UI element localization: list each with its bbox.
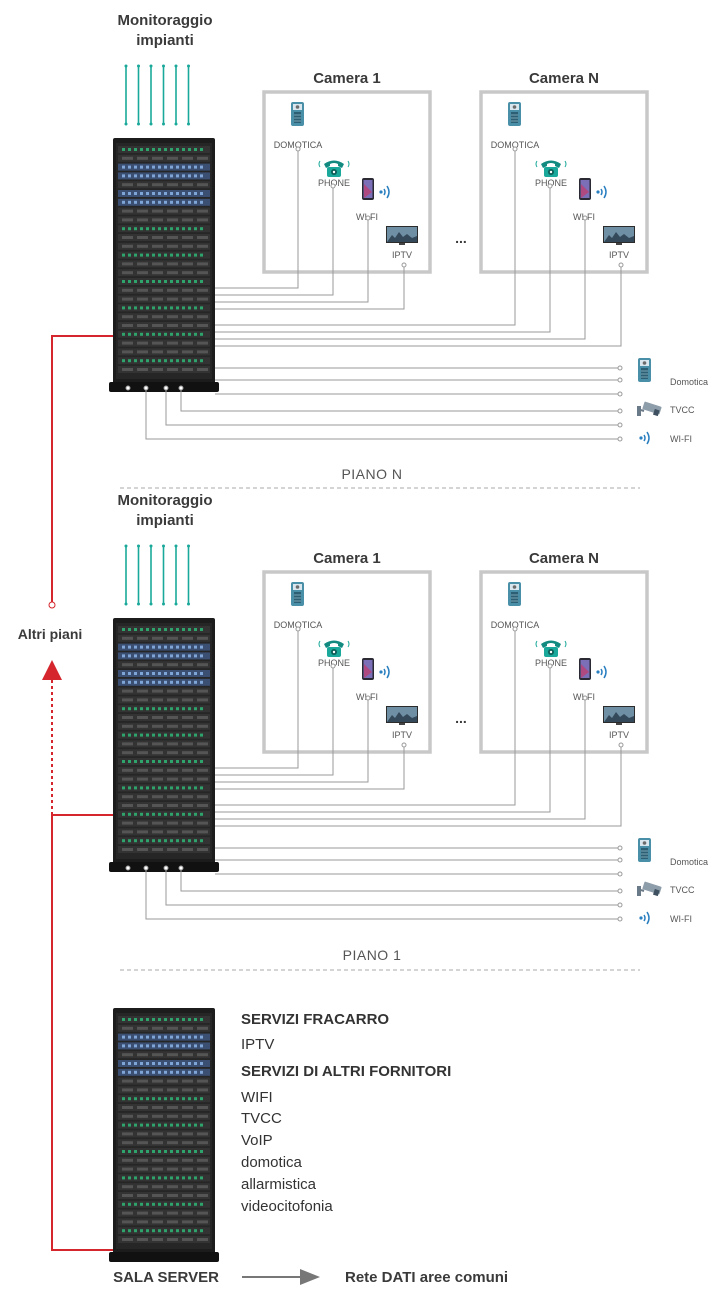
wifi-icon	[378, 665, 390, 679]
room-title: Camera N	[529, 550, 599, 567]
phone-icon	[318, 160, 350, 178]
monitoring-label: impianti	[136, 32, 194, 49]
arrow-up-icon	[42, 660, 62, 680]
cables	[125, 626, 624, 922]
room: Camera 1DOMOTICAPHONEWI-FIIPTV	[262, 550, 432, 754]
services-others-item: VoIP	[241, 1132, 273, 1149]
tv-icon	[603, 706, 635, 725]
domotica-label: DOMOTICA	[491, 620, 540, 630]
room: Camera NDOMOTICAPHONEWI-FIIPTV	[479, 550, 649, 754]
floor-separator: PIANO 1	[120, 947, 640, 971]
ellipsis: ...	[455, 230, 467, 246]
room-title: Camera N	[529, 70, 599, 87]
smartphone-icon	[362, 178, 374, 200]
floor-separator: PIANO N	[120, 466, 640, 489]
domotica-label: DOMOTICA	[491, 140, 540, 150]
phone-icon	[535, 160, 567, 178]
tv-icon	[386, 706, 418, 725]
services-others-item: allarmistica	[241, 1176, 317, 1193]
ellipsis: ...	[455, 710, 467, 726]
monitoring-antennas-icon	[123, 63, 191, 127]
monitoring-label: Monitoraggio	[118, 492, 213, 509]
cctv-camera-icon	[636, 400, 663, 418]
wifi-icon	[638, 431, 650, 445]
smartphone-icon	[362, 658, 374, 680]
phone-label: PHONE	[318, 178, 350, 188]
services-fracarro-title: SERVIZI FRACARRO	[241, 1011, 389, 1028]
services-others-title: SERVIZI DI ALTRI FORNITORI	[241, 1063, 451, 1080]
services-fracarro-item: IPTV	[241, 1036, 274, 1053]
cables	[125, 146, 624, 442]
room-title: Camera 1	[313, 70, 381, 87]
phone-label: PHONE	[535, 658, 567, 668]
services-others-item: domotica	[241, 1154, 303, 1171]
server-room-rack	[109, 1008, 219, 1262]
rete-dati-label: Rete DATI aree comuni	[345, 1269, 508, 1286]
common-area-label: TVCC	[670, 885, 695, 895]
phone-label: PHONE	[535, 178, 567, 188]
floor-rack	[109, 618, 219, 872]
intercom-icon	[637, 837, 652, 863]
wifi-icon	[378, 185, 390, 199]
wifi-icon	[595, 665, 607, 679]
common-area-label: TVCC	[670, 405, 695, 415]
phone-icon	[535, 640, 567, 658]
wifi-icon	[595, 185, 607, 199]
monitoring-antennas-icon	[123, 543, 191, 607]
smartphone-icon	[579, 178, 591, 200]
cctv-camera-icon	[636, 880, 663, 898]
phone-icon	[318, 640, 350, 658]
iptv-label: IPTV	[392, 730, 412, 740]
iptv-label: IPTV	[609, 730, 629, 740]
intercom-icon	[637, 357, 652, 383]
piano-label: PIANO N	[341, 466, 402, 482]
iptv-label: IPTV	[392, 250, 412, 260]
phone-label: PHONE	[318, 658, 350, 668]
altri-piani-label: Altri piani	[18, 626, 83, 642]
piano-label: PIANO 1	[343, 947, 402, 963]
services-others-item: WIFI	[241, 1089, 273, 1106]
room: Camera 1DOMOTICAPHONEWI-FIIPTV	[262, 70, 432, 274]
monitoring-label: Monitoraggio	[118, 12, 213, 29]
monitoring-label: impianti	[136, 512, 194, 529]
domotica-label: DOMOTICA	[274, 620, 323, 630]
tv-icon	[603, 226, 635, 245]
common-area-label: WI-FI	[670, 434, 692, 444]
wifi-icon	[638, 911, 650, 925]
services-others-item: TVCC	[241, 1110, 282, 1127]
room-title: Camera 1	[313, 550, 381, 567]
arrow-right-icon	[242, 1269, 320, 1285]
services-others-item: videocitofonia	[241, 1198, 333, 1215]
intercom-icon	[507, 581, 522, 607]
sala-server-label: SALA SERVER	[113, 1269, 219, 1286]
common-area-label: WI-FI	[670, 914, 692, 924]
intercom-icon	[507, 101, 522, 127]
backbone	[42, 335, 113, 1251]
intercom-icon	[290, 581, 305, 607]
intercom-icon	[290, 101, 305, 127]
smartphone-icon	[579, 658, 591, 680]
domotica-label: DOMOTICA	[274, 140, 323, 150]
floor-rack	[109, 138, 219, 392]
tv-icon	[386, 226, 418, 245]
common-area-label: Domotica	[670, 857, 708, 867]
iptv-label: IPTV	[609, 250, 629, 260]
common-area-label: Domotica	[670, 377, 708, 387]
services-list: SERVIZI FRACARRO IPTV SERVIZI DI ALTRI F…	[241, 1011, 451, 1215]
room: Camera NDOMOTICAPHONEWI-FIIPTV	[479, 70, 649, 274]
